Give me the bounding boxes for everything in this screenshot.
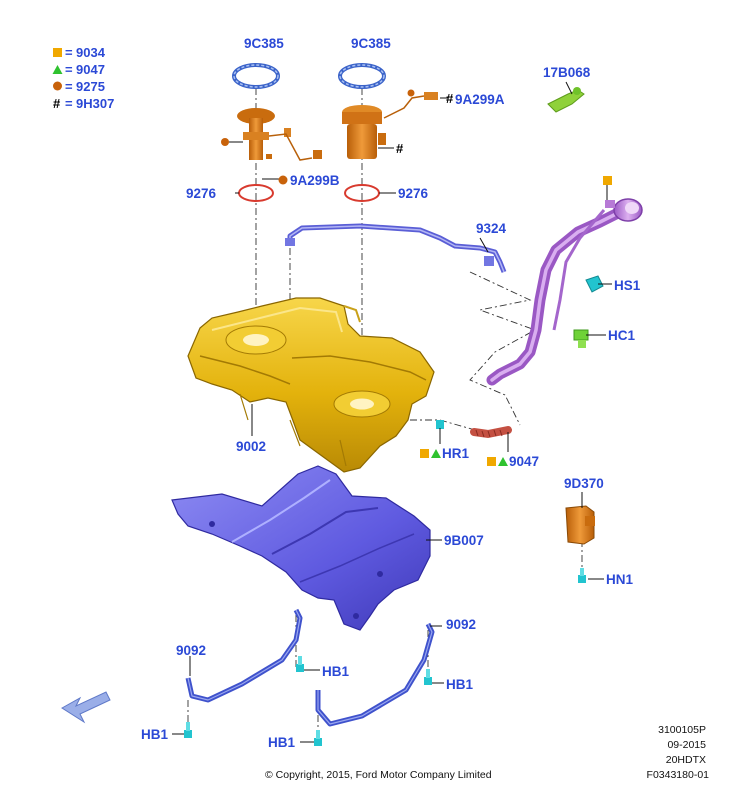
label-hb1: HB1: [446, 677, 473, 692]
clip-17b068: [547, 87, 585, 113]
label-clip-hc1: HC1: [608, 328, 635, 343]
label-valve: 9D370: [564, 476, 604, 491]
bolt-hb1-b: [424, 669, 432, 685]
legend-item-9034: = 9034: [53, 45, 106, 60]
heat-shield: [171, 465, 431, 631]
legend: = 9034 = 9047 = 9275 # = 9H307: [52, 45, 114, 111]
bolt-hb1-d: [314, 730, 322, 746]
valve-9d370: [565, 505, 595, 545]
clip-hs1: [585, 275, 604, 293]
label-seal-right: 9276: [398, 186, 429, 201]
label-hb1: HB1: [268, 735, 295, 750]
label-heat-shield: 9B007: [444, 533, 484, 548]
label-vent-line: 9324: [476, 221, 507, 236]
legend-equals: =: [65, 45, 73, 60]
hose-9047: [470, 426, 512, 439]
reference-line: 09-2015: [667, 739, 706, 751]
square-icon: [487, 457, 496, 466]
legend-label: 9047: [76, 62, 105, 77]
lock-ring-right: [338, 63, 386, 89]
label-hb1: HB1: [141, 727, 168, 742]
label-sender-left: 9A299B: [290, 173, 340, 188]
label-hn1: HN1: [606, 572, 633, 587]
fuel-sender-left: [221, 108, 322, 161]
label-sender-right: 9A299A: [455, 92, 505, 107]
legend-equals: =: [65, 79, 73, 94]
front-direction-arrow-icon: [61, 691, 111, 724]
triangle-icon: [498, 457, 508, 466]
hash-icon: #: [396, 141, 404, 156]
filler-pipe: [486, 176, 643, 386]
hash-icon: #: [446, 91, 454, 106]
label-fuel-tank: 9002: [236, 439, 266, 454]
legend-label: 9H307: [76, 96, 114, 111]
circle-icon: [53, 81, 62, 91]
label-strap-left: 9092: [176, 643, 206, 658]
reference-line: F0343180-01: [647, 769, 710, 781]
label-hb1: HB1: [322, 664, 349, 679]
legend-item-9h307: # = 9H307: [53, 96, 114, 111]
reference-line: 3100105P: [658, 724, 706, 736]
label-clip-17b068: 17B068: [543, 65, 591, 80]
strap-left: [185, 608, 303, 703]
strap-right: [315, 622, 435, 727]
square-icon: [53, 48, 62, 57]
nut-hn1: [578, 568, 586, 583]
triangle-icon: [52, 65, 63, 74]
legend-item-9275: = 9275: [53, 79, 105, 94]
clip-hr1: [436, 420, 444, 429]
hash-icon: #: [53, 96, 61, 111]
legend-label: 9034: [76, 45, 106, 60]
legend-equals: =: [65, 62, 73, 77]
label-hose-9047: 9047: [509, 454, 539, 469]
legend-item-9047: = 9047: [52, 62, 105, 77]
label-ring-right: 9C385: [351, 36, 391, 51]
label-strap-right: 9092: [446, 617, 476, 632]
vent-line: [285, 223, 507, 273]
square-icon: [420, 449, 429, 458]
reference-block: 3100105P 09-2015 20HDTX F0343180-01: [647, 724, 710, 781]
legend-label: 9275: [76, 79, 105, 94]
reference-line: 20HDTX: [666, 754, 706, 766]
label-ring-left: 9C385: [244, 36, 284, 51]
clip-hc1: [573, 329, 589, 348]
part-labels: 9C385 9C385 9A299B # 9A299A # 9276 9276 …: [141, 36, 641, 750]
circle-icon: [278, 175, 288, 185]
lock-ring-left: [232, 63, 280, 89]
bolt-hb1-a: [296, 656, 304, 672]
label-clip-hs1: HS1: [614, 278, 641, 293]
label-seal-left: 9276: [186, 186, 217, 201]
triangle-icon: [431, 449, 441, 458]
legend-equals: =: [65, 96, 73, 111]
leader-lines: [172, 81, 612, 743]
fuel-tank: [187, 297, 444, 473]
fuel-pump-right: [342, 89, 438, 159]
copyright-notice: © Copyright, 2015, Ford Motor Company Li…: [265, 769, 492, 781]
label-hr1: HR1: [442, 446, 469, 461]
bolt-hb1-c: [184, 722, 192, 738]
